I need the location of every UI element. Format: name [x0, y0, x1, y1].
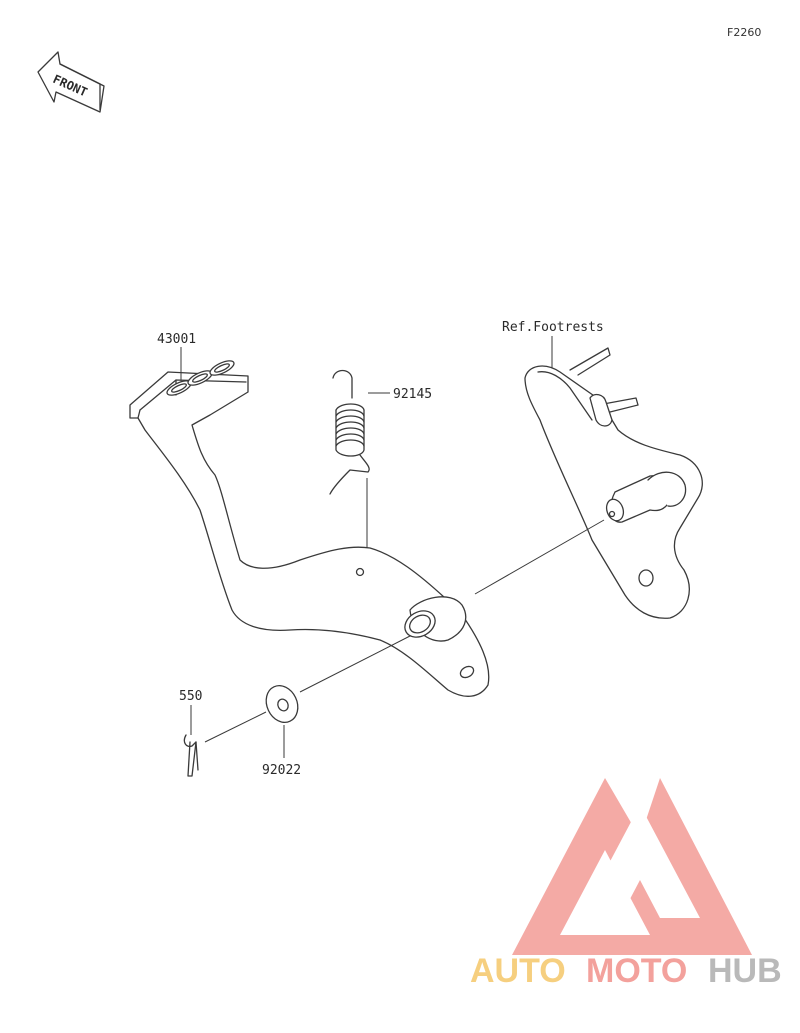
- callout-92145: 92145: [393, 387, 432, 402]
- watermark-logo: [512, 778, 752, 955]
- washer: [265, 685, 299, 723]
- figure-code: F2260: [727, 26, 761, 39]
- watermark-moto: MOTO: [586, 952, 687, 990]
- brake-pedal: [129, 360, 490, 697]
- watermark-text: AUTO MOTO HUB: [470, 952, 782, 990]
- cotter-pin: [183, 734, 199, 777]
- watermark-auto: AUTO: [470, 952, 566, 990]
- return-spring: [329, 369, 370, 495]
- watermark-hub: HUB: [708, 952, 782, 990]
- assembly-axis-line: [204, 519, 605, 743]
- callout-550: 550: [179, 689, 202, 704]
- front-arrow-icon: FRONT: [37, 51, 105, 113]
- callout-ref-footrests: Ref.Footrests: [502, 320, 604, 335]
- footrest-bracket: [524, 347, 703, 619]
- callout-92022: 92022: [262, 763, 301, 778]
- callout-43001: 43001: [157, 332, 196, 347]
